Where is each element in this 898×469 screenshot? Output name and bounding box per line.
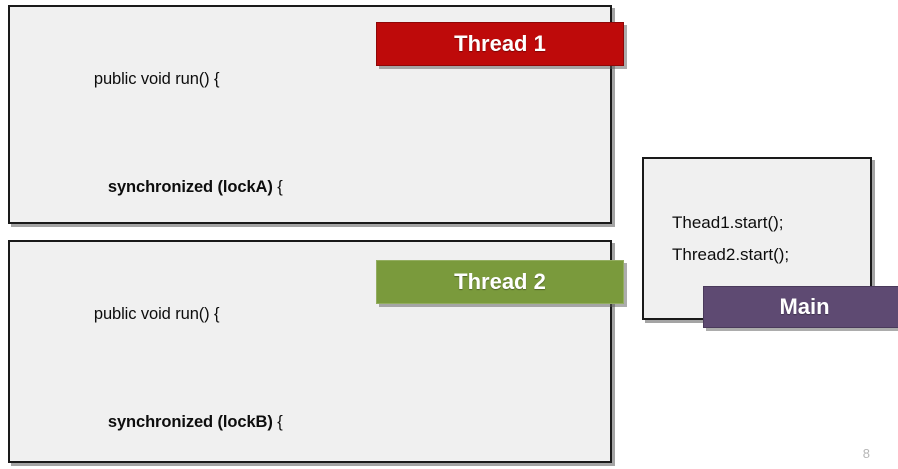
thread2-code-line-2: synchronized (lockB) { xyxy=(58,368,376,469)
thread2-line2-keyword: synchronized (lockB) xyxy=(107,413,273,431)
main-code-line-2: Thread2.start(); xyxy=(672,245,790,264)
thread2-code-body: public void run() { synchronized (lockB)… xyxy=(10,242,376,469)
thread1-code-line-1: public void run() { xyxy=(58,25,381,133)
thread2-code-panel: public void run() { synchronized (lockB)… xyxy=(8,240,612,463)
main-code-body: Thead1.start(); Thread2.start(); xyxy=(644,159,870,271)
thread2-badge-label: Thread 2 xyxy=(454,269,546,294)
thread1-line2-keyword: synchronized (lockA) xyxy=(107,178,273,196)
main-badge: Main xyxy=(703,286,898,328)
thread2-badge: Thread 2 xyxy=(376,260,624,304)
thread2-line1-text: public void run() { xyxy=(93,305,220,323)
main-code-line-1: Thead1.start(); xyxy=(672,213,784,232)
thread1-code-line-2: synchronized (lockA) { xyxy=(58,133,381,241)
thread1-badge-label: Thread 1 xyxy=(454,31,546,56)
thread1-line2-brace: { xyxy=(272,178,283,196)
page-number: 8 xyxy=(862,446,870,461)
thread2-code-line-1: public void run() { xyxy=(58,260,376,368)
thread2-line2-brace: { xyxy=(272,413,283,431)
main-badge-label: Main xyxy=(779,294,830,319)
thread1-badge: Thread 1 xyxy=(376,22,624,66)
thread1-line1-text: public void run() { xyxy=(93,70,220,88)
